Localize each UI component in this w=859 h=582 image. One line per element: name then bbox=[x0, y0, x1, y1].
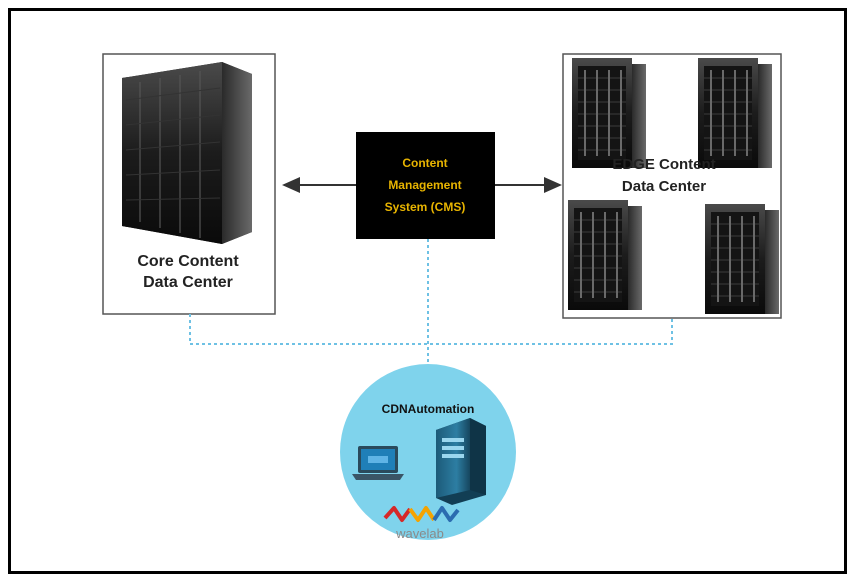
cms-background bbox=[356, 132, 495, 239]
core-label-line2: Data Center bbox=[143, 274, 233, 291]
edge-label-line1: EDGE Content bbox=[612, 156, 715, 173]
cms-label-line3: System (CMS) bbox=[385, 200, 466, 214]
server-rack-icon bbox=[571, 57, 647, 169]
cms-box: Content Management System (CMS) bbox=[356, 132, 495, 239]
server-rack-icon bbox=[122, 62, 252, 244]
server-tower-icon bbox=[436, 418, 486, 505]
server-rack-icon bbox=[697, 57, 773, 169]
edge-label-line2: Data Center bbox=[622, 178, 706, 195]
core-label-line1: Core Content bbox=[137, 253, 239, 270]
cdn-automation: CDNAutomation wavelab bbox=[340, 364, 516, 541]
cms-label-line1: Content bbox=[402, 156, 447, 170]
automation-title: CDNAutomation bbox=[382, 402, 475, 416]
dotted-connector bbox=[189, 239, 673, 382]
logo-text: wavelab bbox=[395, 526, 444, 541]
cms-label-line2: Management bbox=[388, 178, 461, 192]
server-rack-icon bbox=[567, 199, 643, 311]
wavelab-logo: wavelab bbox=[383, 506, 460, 541]
edge-data-center: EDGE Content Data Center bbox=[562, 53, 782, 319]
core-data-center: Core Content Data Center bbox=[102, 53, 276, 315]
server-rack-icon bbox=[704, 203, 780, 315]
laptop-icon bbox=[352, 446, 404, 480]
